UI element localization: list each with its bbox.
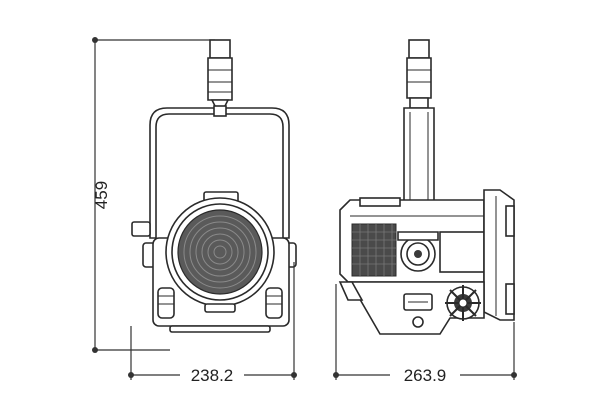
height-dimension-label: 459 <box>92 181 111 209</box>
front-spigot <box>207 39 233 109</box>
side-view <box>338 39 515 335</box>
width-dimension: 238.2 <box>128 262 297 385</box>
side-spigot <box>406 39 432 109</box>
side-vent <box>351 223 397 277</box>
depth-dimension: 263.9 <box>333 284 517 385</box>
side-fan-knob <box>445 285 481 321</box>
width-dimension-label: 238.2 <box>191 366 234 385</box>
fresnel-lens <box>177 209 263 295</box>
height-dimension: 459 <box>92 37 215 353</box>
depth-dimension-label: 263.9 <box>404 366 447 385</box>
front-view <box>131 39 297 333</box>
